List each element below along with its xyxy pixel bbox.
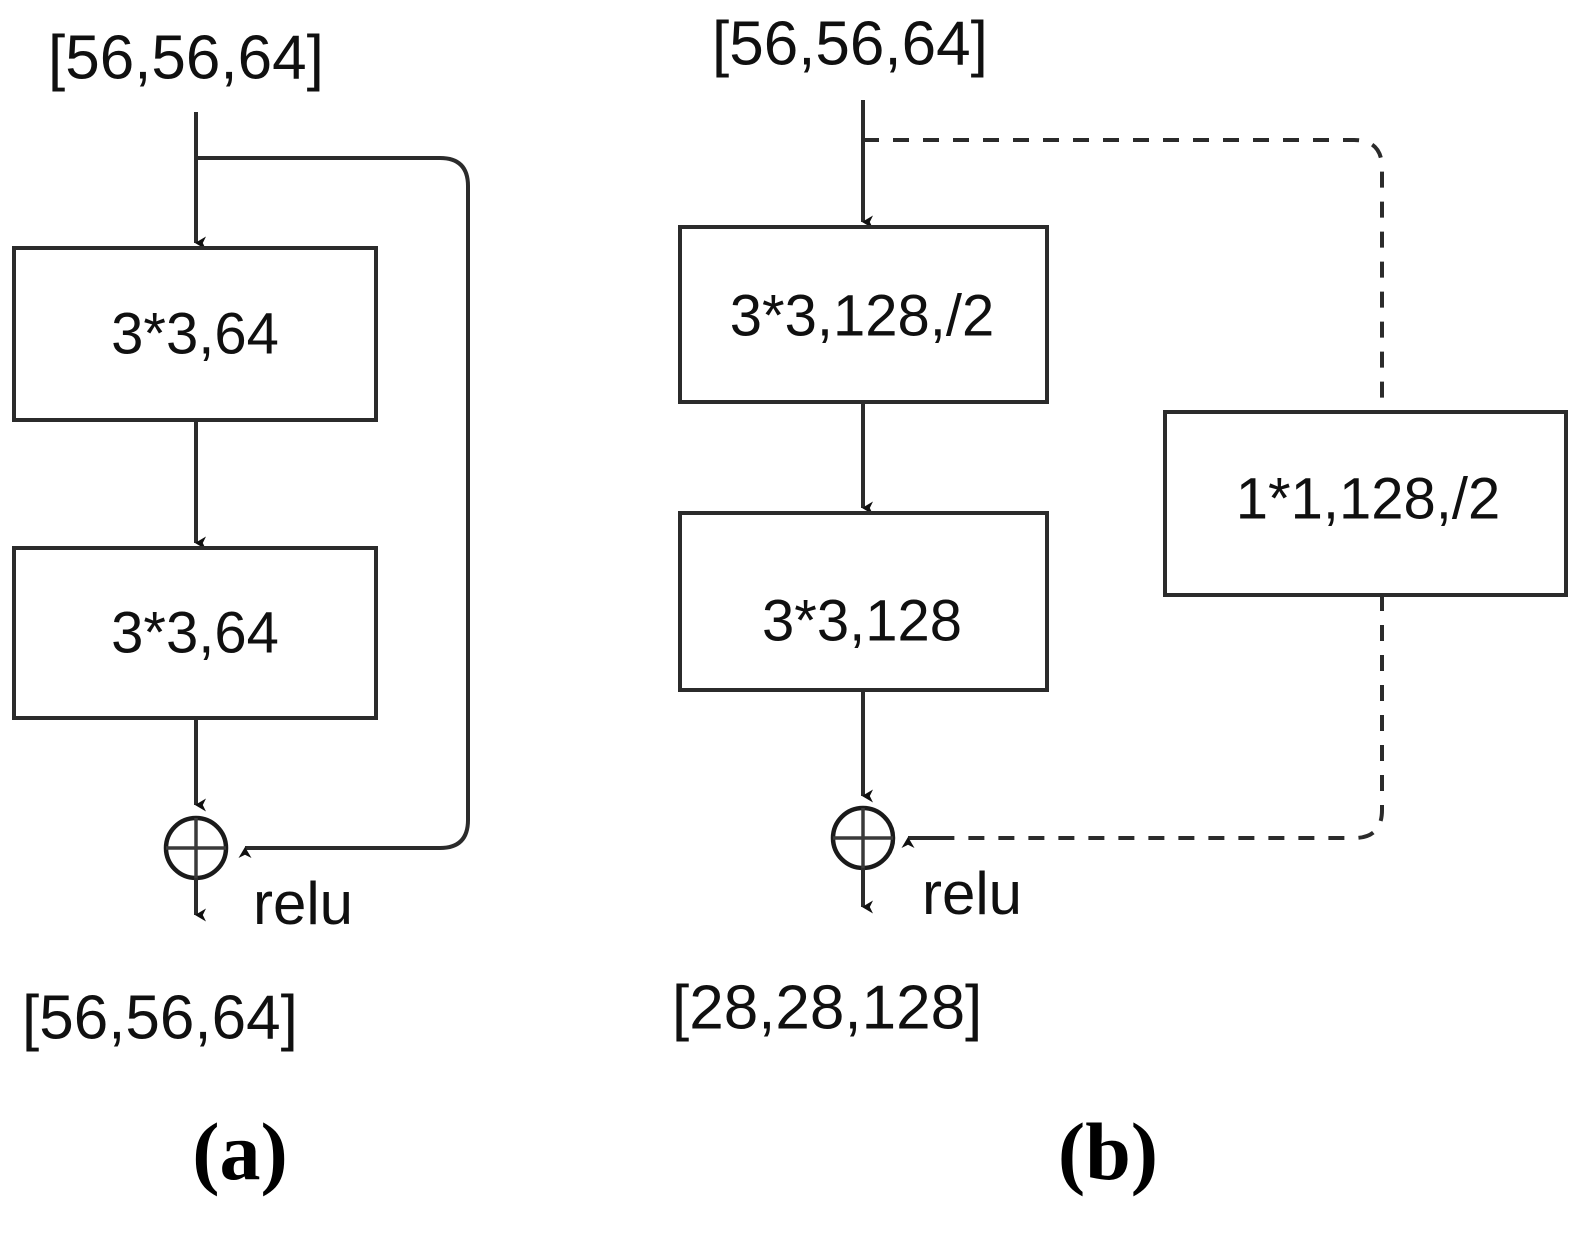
panel-b-shortcut-conv-block-label: 1*1,128,/2 — [1236, 466, 1500, 531]
panel-b-conv-block-2: 3*3,128 — [678, 511, 1049, 692]
panel-a-caption: (a) — [192, 1106, 288, 1197]
panel-b-conv-block-1-label: 3*3,128,/2 — [730, 283, 994, 348]
panel-b-conv-block-2-label: 3*3,128 — [762, 588, 962, 653]
panel-b-conv-block-1-rect — [678, 225, 1049, 404]
panel-a-relu-label: relu — [253, 870, 353, 937]
panel-b-conv-block-2-rect — [678, 511, 1049, 692]
panel-b: [56,56,64] 3*3,128,/2 3*3,128 — [672, 9, 1568, 1197]
panel-a-shortcut-path — [196, 156, 470, 858]
panel-b-shortcut-path-bottom — [915, 595, 1384, 840]
panel-a-conv-block-1: 3*3,64 — [12, 246, 378, 422]
panel-b-shortcut-path-top — [863, 138, 1384, 412]
panel-a-conv-block-2-rect — [12, 546, 378, 720]
panel-b-conv-block-1: 3*3,128,/2 — [678, 225, 1049, 404]
panel-a-sum-node — [163, 815, 229, 881]
panel-a: [56,56,64] 3*3,64 3*3,64 — [12, 23, 470, 1197]
panel-b-shortcut-conv-block-rect — [1163, 410, 1568, 597]
panel-b-sum-node — [830, 805, 896, 871]
panel-a-input-label: [56,56,64] — [48, 23, 324, 92]
panel-a-conv-block-1-label: 3*3,64 — [111, 301, 279, 366]
panel-a-output-label: [56,56,64] — [22, 983, 298, 1052]
panel-b-caption: (b) — [1058, 1106, 1158, 1197]
panel-a-conv-block-2: 3*3,64 — [12, 546, 378, 720]
panel-b-input-label: [56,56,64] — [712, 9, 988, 78]
panel-b-shortcut-conv-block: 1*1,128,/2 — [1163, 410, 1568, 597]
panel-b-relu-label: relu — [922, 860, 1022, 927]
panel-a-conv-block-1-rect — [12, 246, 378, 422]
panel-b-output-label: [28,28,128] — [672, 973, 982, 1042]
panel-a-conv-block-2-label: 3*3,64 — [111, 600, 279, 665]
